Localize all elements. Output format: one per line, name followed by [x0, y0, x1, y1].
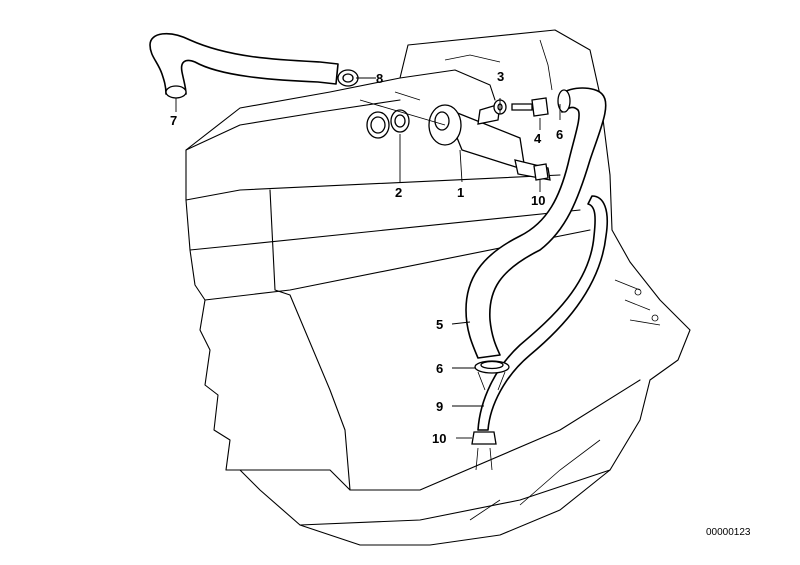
main-hose-part-5 — [465, 87, 607, 359]
clamp-part-8 — [337, 69, 359, 87]
callout-8: 8 — [376, 71, 384, 86]
upper-hose — [149, 32, 339, 99]
clamp-part-10-upper — [533, 163, 549, 181]
clamp-part-6-lower — [474, 360, 510, 391]
reference-number: 00000123 — [706, 527, 751, 538]
callout-6-lower: 6 — [436, 361, 444, 376]
callout-10-upper: 10 — [531, 193, 546, 208]
callout-5: 5 — [436, 317, 444, 332]
callout-2: 2 — [395, 185, 403, 200]
callout-10-lower: 10 — [432, 431, 447, 446]
callout-1: 1 — [457, 185, 465, 200]
callout-7: 7 — [170, 113, 178, 128]
long-hose-part-9 — [477, 195, 608, 431]
clamp-part-10-lower — [471, 431, 497, 471]
callout-3: 3 — [497, 69, 505, 84]
housing-part-1 — [428, 103, 551, 181]
callout-4: 4 — [534, 131, 542, 146]
engine-block — [185, 29, 691, 546]
callout-9: 9 — [436, 399, 444, 414]
leader-lines — [175, 77, 561, 439]
bolt-and-washer — [493, 97, 549, 117]
callout-6-upper: 6 — [556, 127, 564, 142]
seal-rings-part-2 — [366, 109, 410, 139]
